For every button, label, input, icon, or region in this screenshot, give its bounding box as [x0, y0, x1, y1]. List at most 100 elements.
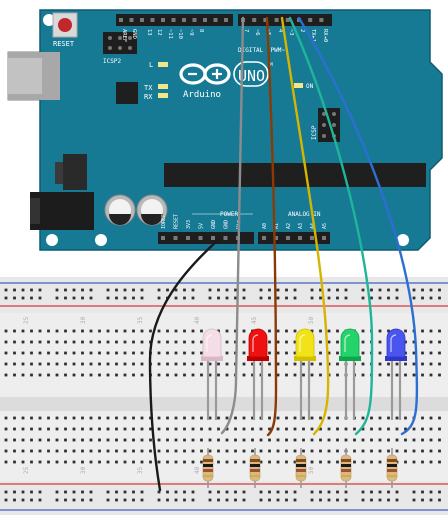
breadboard-hole [4, 438, 8, 442]
breadboard-hole [242, 438, 246, 442]
breadboard-hole [310, 329, 314, 333]
breadboard-hole [123, 449, 127, 453]
breadboard-hole [132, 427, 135, 431]
breadboard-hole [395, 416, 399, 420]
breadboard-hole [30, 351, 33, 355]
breadboard-hole [30, 329, 33, 333]
breadboard-hole [319, 460, 322, 464]
breadboard-hole [319, 498, 322, 502]
breadboard-hole [327, 498, 331, 502]
breadboard-hole [268, 351, 271, 355]
breadboard-hole [13, 288, 16, 292]
breadboard-hole [378, 288, 382, 292]
header-pin [308, 18, 313, 22]
column-number: 25 [23, 316, 30, 324]
breadboard-hole [140, 438, 144, 442]
breadboard-hole [395, 449, 399, 453]
teal-wire [288, 16, 374, 436]
breadboard-hole [132, 490, 135, 494]
breadboard-hole [387, 490, 390, 494]
breadboard-hole [319, 416, 322, 420]
breadboard-hole [55, 296, 59, 300]
breadboard-hole [166, 329, 169, 333]
resistor [340, 448, 352, 488]
breadboard-hole [327, 427, 331, 431]
breadboard-hole [438, 490, 441, 494]
breadboard-hole [370, 296, 373, 300]
breadboard-hole [438, 460, 441, 464]
breadboard-hole [21, 416, 25, 420]
breadboard-hole [251, 362, 254, 366]
breadboard-hole [285, 362, 288, 366]
breadboard-hole [285, 373, 288, 377]
breadboard-hole [140, 460, 144, 464]
breadboard-hole [276, 340, 280, 344]
breadboard-hole [38, 460, 42, 464]
breadboard-hole [123, 373, 127, 377]
breadboard-hole [81, 427, 84, 431]
breadboard-hole [378, 362, 382, 366]
breadboard-hole [89, 438, 93, 442]
breadboard-hole [276, 329, 280, 333]
breadboard-hole [412, 438, 416, 442]
pin-label: 3V3 [186, 220, 192, 229]
breadboard-hole [412, 362, 416, 366]
breadboard-hole [404, 416, 407, 420]
header-pin [274, 236, 278, 240]
breadboard-hole [115, 296, 118, 300]
breadboard-hole [395, 296, 399, 300]
mount-hole [46, 234, 58, 246]
breadboard-hole [234, 427, 237, 431]
breadboard-hole [344, 288, 348, 292]
breadboard-hole [259, 438, 263, 442]
breadboard-hole [183, 373, 186, 377]
breadboard-hole [285, 288, 288, 292]
breadboard-hole [157, 460, 161, 464]
mount-hole [43, 14, 55, 26]
breadboard-hole [64, 460, 67, 464]
breadboard-hole [38, 340, 42, 344]
header-pin [285, 18, 290, 22]
breadboard-hole [55, 427, 59, 431]
breadboard-hole [319, 362, 322, 366]
breadboard-hole [327, 288, 331, 292]
breadboard-hole [302, 416, 305, 420]
breadboard-hole [98, 351, 101, 355]
power-header [158, 232, 254, 244]
breadboard-hole [285, 351, 288, 355]
breadboard-hole [200, 340, 203, 344]
breadboard-hole [21, 340, 25, 344]
digital-label: DIGITAL (PWM~) [238, 47, 289, 54]
breadboard-hole [234, 340, 237, 344]
on-label: ON [306, 83, 314, 90]
breadboard-hole [387, 373, 390, 377]
breadboard-hole [404, 351, 407, 355]
reset-button[interactable] [58, 18, 72, 32]
pin-label: AREF [121, 29, 127, 42]
breadboard-hole [336, 288, 339, 292]
breadboard-hole [55, 438, 59, 442]
breadboard-hole [208, 449, 212, 453]
header-pin [286, 236, 290, 240]
breadboard-hole [21, 460, 25, 464]
breadboard-hole [225, 329, 229, 333]
breadboard-hole [38, 490, 42, 494]
breadboard-hole [242, 329, 246, 333]
breadboard-hole [38, 449, 42, 453]
breadboard-hole [81, 460, 84, 464]
breadboard-hole [157, 490, 161, 494]
breadboard-hole [302, 362, 305, 366]
breadboard-hole [276, 498, 280, 502]
breadboard-hole [268, 362, 271, 366]
breadboard-hole [183, 340, 186, 344]
header-pin [186, 236, 190, 240]
breadboard-hole [234, 416, 237, 420]
terminal-holes [4, 329, 441, 464]
yellow-led [294, 328, 316, 420]
wires [148, 16, 419, 492]
breadboard-hole [30, 373, 33, 377]
breadboard-hole [140, 296, 144, 300]
breadboard-hole [191, 460, 195, 464]
breadboard-hole [378, 373, 382, 377]
